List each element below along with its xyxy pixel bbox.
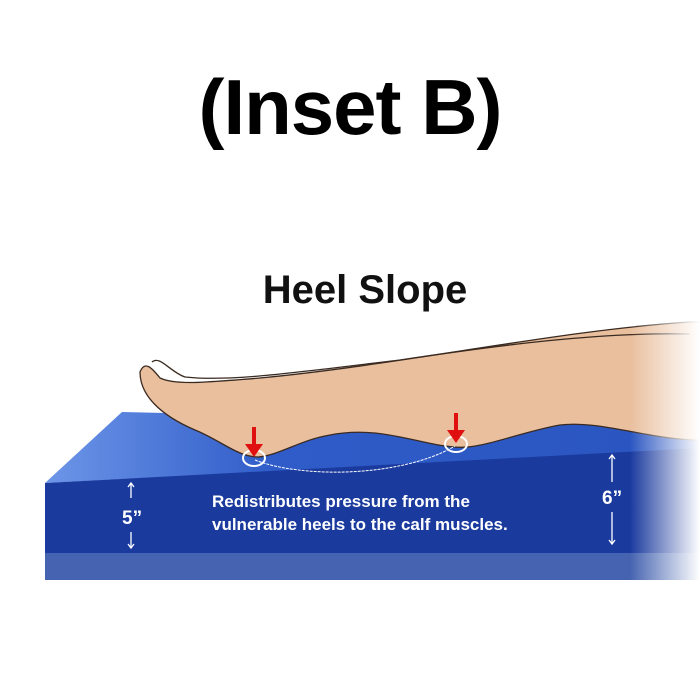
foam-base [45,553,700,580]
pressure-curve [254,445,456,473]
right-height-label: 6” [602,488,623,509]
right-height-arrow-icon [608,453,616,546]
heel-arrow-icon [245,427,263,457]
diagram-title: Heel Slope [262,268,468,312]
foam-front-face [45,448,700,553]
description-line-1: Redistributes pressure from the [212,492,470,511]
legs [139,321,700,458]
left-height-label: 5” [122,508,143,529]
inset-title: (Inset B) [198,63,503,151]
description-line-2: vulnerable heels to the calf muscles. [212,515,508,534]
leg-outline [151,333,691,379]
right-fade [630,300,700,590]
calf-arrow-icon [447,413,465,443]
pressure-description: Redistributes pressure from the vulnerab… [212,490,508,536]
left-height-arrow-icon [127,481,135,550]
